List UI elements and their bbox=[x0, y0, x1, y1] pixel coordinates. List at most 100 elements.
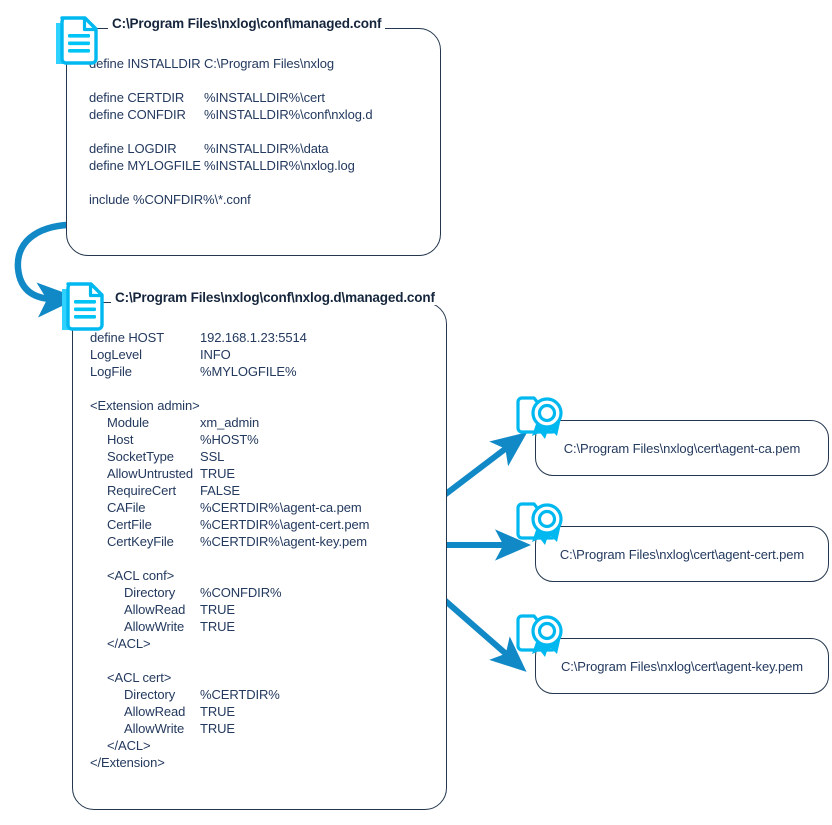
config-key: include %CONFDIR%\*.conf bbox=[89, 192, 251, 207]
config-value: %INSTALLDIR%\data bbox=[204, 141, 329, 156]
config-value: TRUE bbox=[200, 704, 235, 719]
config-key: LogLevel bbox=[90, 347, 142, 362]
config-value: %CERTDIR% bbox=[200, 687, 280, 702]
config-key: </ACL> bbox=[107, 636, 151, 651]
config-line: AllowRead TRUE bbox=[90, 601, 446, 618]
config-line: define LOGDIR %INSTALLDIR%\data bbox=[89, 140, 440, 157]
config-line: Host %HOST% bbox=[90, 431, 446, 448]
config-key: SocketType bbox=[107, 449, 174, 464]
config-line: CAFile %CERTDIR%\agent-ca.pem bbox=[90, 499, 446, 516]
config-line: AllowRead TRUE bbox=[90, 703, 446, 720]
config-value: SSL bbox=[200, 449, 225, 464]
config-line: </ACL> bbox=[90, 635, 446, 652]
config-value: %CERTDIR%\agent-cert.pem bbox=[200, 517, 370, 532]
config-key: AllowWrite bbox=[124, 721, 185, 736]
panel-title-nxlogd-managed-conf: C:\Program Files\nxlog\conf\nxlog.d\mana… bbox=[111, 290, 439, 305]
config-key: AllowRead bbox=[124, 704, 186, 719]
config-value: TRUE bbox=[200, 619, 235, 634]
config-value: TRUE bbox=[200, 721, 235, 736]
config-line: Directory%CONFDIR% bbox=[90, 584, 446, 601]
config-key: LogFile bbox=[90, 364, 132, 379]
config-value: %CERTDIR%\agent-key.pem bbox=[200, 534, 367, 549]
config-line: <ACL conf> bbox=[90, 567, 446, 584]
config-line: AllowWrite TRUE bbox=[90, 720, 446, 737]
config-line: define MYLOGFILE%INSTALLDIR%\nxlog.log bbox=[89, 157, 440, 174]
config-key: CAFile bbox=[107, 500, 146, 515]
panel-title-managed-conf: C:\Program Files\nxlog\conf\managed.conf bbox=[108, 16, 386, 31]
document-icon bbox=[58, 278, 108, 334]
config-key: Module bbox=[107, 415, 150, 430]
config-line-blank bbox=[89, 72, 440, 89]
config-key: define LOGDIR bbox=[89, 141, 177, 156]
config-line: <ACL cert> bbox=[90, 669, 446, 686]
config-key: define HOST bbox=[90, 330, 165, 345]
certificate-box: C:\Program Files\nxlog\cert\agent-key.pe… bbox=[535, 638, 829, 694]
config-value: xm_admin bbox=[200, 415, 260, 430]
config-line: LogLevel INFO bbox=[90, 346, 446, 363]
config-value: %INSTALLDIR%\nxlog.log bbox=[204, 158, 355, 173]
config-key: CertKeyFile bbox=[107, 534, 174, 549]
config-line: RequireCert FALSE bbox=[90, 482, 446, 499]
config-line-blank bbox=[90, 380, 446, 397]
config-line: SocketType SSL bbox=[90, 448, 446, 465]
config-line: CertKeyFile %CERTDIR%\agent-key.pem bbox=[90, 533, 446, 550]
config-line: define HOST 192.168.1.23:5514 bbox=[90, 329, 446, 346]
config-key: Directory bbox=[124, 687, 176, 702]
config-value: %CONFDIR% bbox=[200, 585, 282, 600]
config-line: LogFile %MYLOGFILE% bbox=[90, 363, 446, 380]
certificate-path-label: C:\Program Files\nxlog\cert\agent-ca.pem bbox=[563, 440, 801, 456]
config-key: <ACL conf> bbox=[107, 568, 175, 583]
config-line: CertFile %CERTDIR%\agent-cert.pem bbox=[90, 516, 446, 533]
config-panel-managed-conf: C:\Program Files\nxlog\conf\managed.conf… bbox=[66, 16, 441, 256]
config-line: </Extension> bbox=[90, 754, 446, 771]
config-key: AllowRead bbox=[124, 602, 186, 617]
config-value: %CERTDIR%\agent-ca.pem bbox=[200, 500, 362, 515]
config-key: </ACL> bbox=[107, 738, 151, 753]
config-line-blank bbox=[90, 550, 446, 567]
config-line: AllowWrite TRUE bbox=[90, 618, 446, 635]
config-line: </ACL> bbox=[90, 737, 446, 754]
config-value: TRUE bbox=[200, 602, 235, 617]
config-line: Directory %CERTDIR% bbox=[90, 686, 446, 703]
config-key: RequireCert bbox=[107, 483, 176, 498]
config-key: <ACL cert> bbox=[107, 670, 172, 685]
certificate-box: C:\Program Files\nxlog\cert\agent-ca.pem bbox=[535, 420, 829, 476]
config-value: %HOST% bbox=[200, 432, 259, 447]
config-key: define MYLOGFILE bbox=[89, 158, 201, 173]
certificate-box: C:\Program Files\nxlog\cert\agent-cert.p… bbox=[535, 526, 829, 582]
config-line-blank bbox=[89, 174, 440, 191]
certificate-icon bbox=[514, 606, 572, 662]
config-panel-nxlogd-managed-conf: C:\Program Files\nxlog\conf\nxlog.d\mana… bbox=[72, 290, 447, 810]
config-line: define CERTDIR %INSTALLDIR%\cert bbox=[89, 89, 440, 106]
certificate-icon bbox=[514, 494, 572, 550]
certificate-icon bbox=[514, 388, 572, 444]
config-key: define INSTALLDIR bbox=[89, 56, 201, 71]
config-key: define CERTDIR bbox=[89, 90, 185, 105]
certificate-path-label: C:\Program Files\nxlog\cert\agent-cert.p… bbox=[559, 546, 805, 562]
config-key: AllowUntrusted bbox=[107, 466, 194, 481]
config-value: %INSTALLDIR%\conf\nxlog.d bbox=[204, 107, 373, 122]
config-value: FALSE bbox=[200, 483, 240, 498]
config-key: CertFile bbox=[107, 517, 152, 532]
config-key: </Extension> bbox=[90, 755, 165, 770]
config-key: AllowWrite bbox=[124, 619, 185, 634]
config-line: define CONFDIR %INSTALLDIR%\conf\nxlog.d bbox=[89, 106, 440, 123]
config-key: define CONFDIR bbox=[89, 107, 186, 122]
config-value: C:\Program Files\nxlog bbox=[204, 56, 335, 71]
config-key: Host bbox=[107, 432, 134, 447]
config-line-blank bbox=[89, 123, 440, 140]
config-line: <Extension admin> bbox=[90, 397, 446, 414]
config-key: <Extension admin> bbox=[90, 398, 200, 413]
config-value: %INSTALLDIR%\cert bbox=[204, 90, 325, 105]
config-value: INFO bbox=[200, 347, 231, 362]
config-value: 192.168.1.23:5514 bbox=[200, 330, 307, 345]
config-value: %MYLOGFILE% bbox=[200, 364, 297, 379]
certificate-path-label: C:\Program Files\nxlog\cert\agent-key.pe… bbox=[560, 658, 804, 674]
